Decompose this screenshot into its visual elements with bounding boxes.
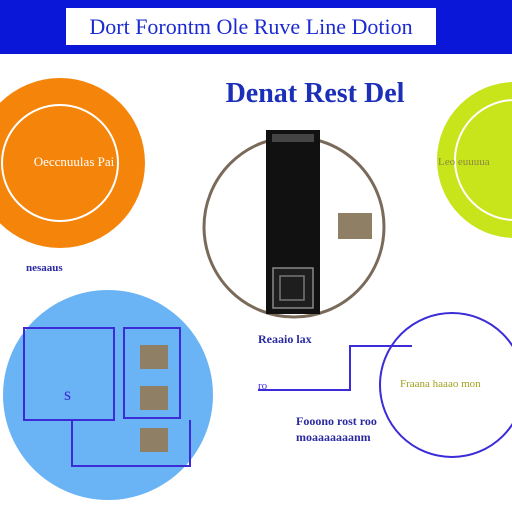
device-top-strip <box>272 134 314 142</box>
blue-right-inner-label: Fraana haaao mon <box>400 378 481 390</box>
orange-inner-ring <box>1 104 119 222</box>
orange-inner-label: Oeccnuulas Pai <box>33 154 115 169</box>
blue-connector-line-left <box>71 420 191 467</box>
blue-box-right <box>123 327 181 419</box>
header-bar: Dort Forontm Ole Ruve Line Dotion <box>0 0 512 54</box>
right-outline-circle <box>379 312 512 458</box>
brown-block-2 <box>140 386 168 410</box>
device-port <box>272 267 314 309</box>
blue-left-marker: s <box>64 384 72 404</box>
device-caption: Reaaio lax <box>258 332 312 346</box>
device-port-inner <box>279 275 305 301</box>
orange-circle <box>0 78 145 248</box>
header-title: Dort Forontm Ole Ruve Line Dotion <box>89 14 413 39</box>
green-circle <box>437 82 512 238</box>
brown-block-1 <box>140 345 168 369</box>
light-blue-circle <box>3 290 213 500</box>
blue-box-left <box>23 327 115 421</box>
brown-block-3 <box>140 428 168 452</box>
blue-right-caption-1: Fooono rost roo <box>296 414 377 428</box>
green-inner-ring <box>454 99 512 221</box>
green-inner-label: Leo euuuua <box>438 156 490 168</box>
orange-caption: nesaaus <box>26 262 63 274</box>
connector-label: ro <box>258 380 268 392</box>
header-title-box: Dort Forontm Ole Ruve Line Dotion <box>66 8 436 45</box>
blue-connector-line-right <box>258 345 412 391</box>
center-title: Denat Rest Del <box>225 78 405 109</box>
center-gray-block <box>338 213 372 239</box>
blue-right-caption-2: moaaaaaaanm <box>296 430 371 444</box>
